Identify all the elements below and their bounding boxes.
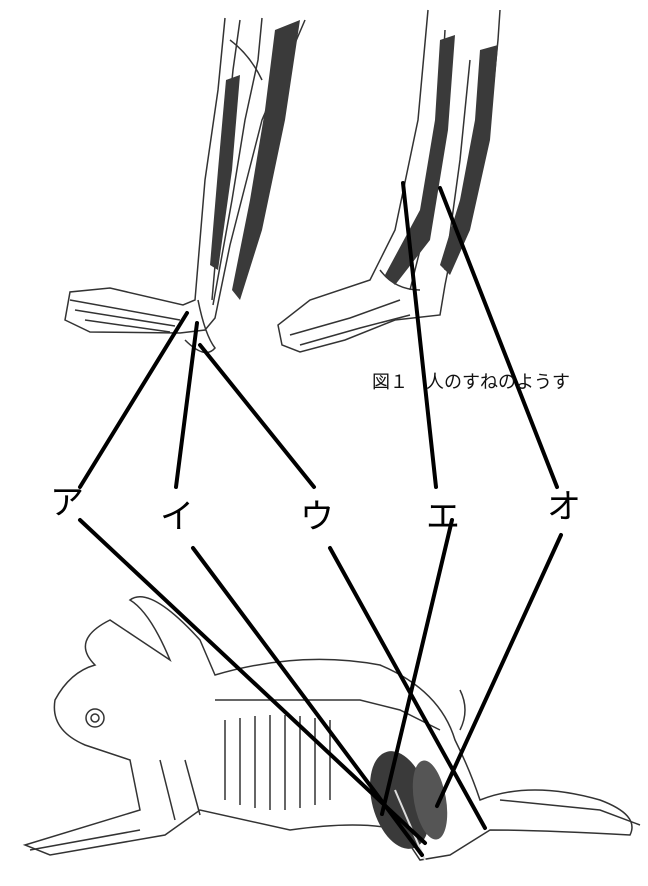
line-a-bottom xyxy=(80,520,425,843)
line-o-top xyxy=(440,188,557,487)
line-i-bottom xyxy=(193,548,422,855)
line-i-top xyxy=(176,323,197,487)
label-e: エ xyxy=(426,500,460,534)
line-o-bottom xyxy=(437,535,561,806)
label-a: ア xyxy=(50,486,84,520)
human-shin-right-muscles xyxy=(385,35,498,285)
rabbit-skeleton-illustration xyxy=(25,597,640,860)
human-shin-left-muscles xyxy=(210,20,300,300)
label-o: オ xyxy=(547,490,581,524)
line-a-top xyxy=(80,313,187,487)
figure-caption: 図１ 人のすねのようす xyxy=(372,368,570,394)
label-u: ウ xyxy=(300,500,334,534)
line-u-top xyxy=(200,345,314,487)
label-i: イ xyxy=(160,500,194,534)
